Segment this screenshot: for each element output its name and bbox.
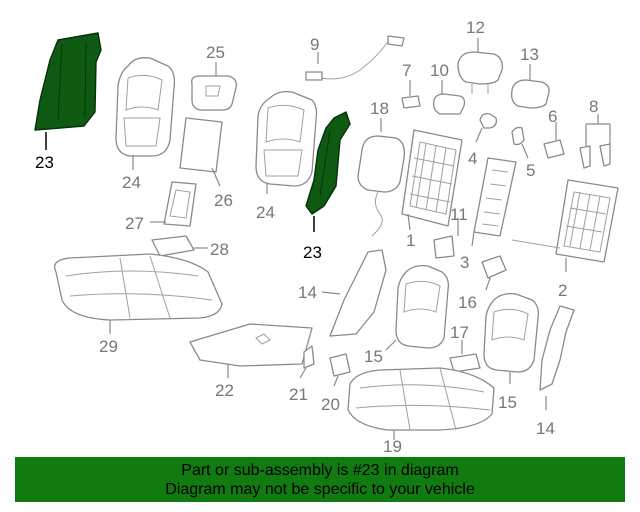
part-4-clip[interactable] [479,112,498,129]
part-13-headrest[interactable] [510,79,550,109]
callout-4[interactable]: 4 [468,149,477,168]
part-23-left-side-bolster[interactable] [34,32,102,131]
callout-10[interactable]: 10 [430,61,449,80]
callout-21[interactable]: 21 [289,385,308,404]
part-10-headrest-guide[interactable] [432,93,466,115]
part-14-side-trim-center[interactable] [329,249,387,337]
callout-17[interactable]: 17 [450,323,469,342]
callout-15-right[interactable]: 15 [498,393,517,412]
part-28-armrest-block[interactable] [151,235,195,257]
part-5-hook[interactable] [511,126,525,146]
leader-1 [407,213,411,231]
leader-14-center [321,291,341,295]
part-21-bracket[interactable] [303,345,315,369]
leader-15-center [385,339,397,351]
part-3-side-frame[interactable] [473,157,517,237]
part-23-center-side-bolster[interactable] [305,111,351,215]
callout-1[interactable]: 1 [406,231,415,250]
part-29-seat-cushion[interactable] [53,253,223,321]
callout-16[interactable]: 16 [458,293,477,312]
callout-14-right[interactable]: 14 [536,419,555,438]
part-26-seatback-panel[interactable] [179,117,223,173]
callout-3[interactable]: 3 [460,253,469,272]
leader-16 [485,277,491,291]
callout-12[interactable]: 12 [466,18,485,37]
callout-15-center[interactable]: 15 [364,347,383,366]
leader-20 [333,375,339,387]
part-7-clip[interactable] [401,95,421,109]
callout-25[interactable]: 25 [206,43,225,62]
callout-22[interactable]: 22 [215,381,234,400]
callout-2[interactable]: 2 [558,281,567,300]
callout-27[interactable]: 27 [125,214,144,233]
callout-24-left[interactable]: 24 [122,173,141,192]
callout-18[interactable]: 18 [370,99,389,118]
callout-7[interactable]: 7 [402,61,411,80]
part-6-bushing[interactable] [543,139,565,159]
part-12-headrest[interactable] [457,51,503,94]
part-24-center-seatback[interactable] [255,90,318,187]
leader-3 [471,231,475,247]
callout-28[interactable]: 28 [210,240,229,259]
callout-23-center[interactable]: 23 [303,243,322,262]
part-22-floor-mat[interactable] [189,323,313,367]
callout-8[interactable]: 8 [589,97,598,116]
callout-29[interactable]: 29 [99,337,118,356]
callout-20[interactable]: 20 [321,395,340,414]
callout-23-left[interactable]: 23 [35,153,54,172]
part-19-seat-cushion[interactable] [347,367,495,431]
callout-6[interactable]: 6 [548,107,557,126]
callout-19[interactable]: 19 [383,437,402,456]
part-24-left-seatback[interactable] [115,57,176,157]
part-17-spacer[interactable] [449,353,481,373]
banner-line-part: Part or sub-assembly is #23 in diagram [181,462,459,479]
info-banner: Part or sub-assembly is #23 in diagram D… [15,457,625,502]
banner-line-disclaimer: Diagram may not be specific to your vehi… [165,481,475,498]
leader-21 [299,367,307,379]
leader-8 [585,114,611,146]
leader-4 [475,127,483,143]
part-20-cover[interactable] [329,353,351,377]
callout-11[interactable]: 11 [450,205,468,224]
callout-9[interactable]: 9 [310,35,319,54]
callout-14-center[interactable]: 14 [298,283,317,302]
callout-13[interactable]: 13 [520,45,539,64]
part-8-pins[interactable] [579,143,611,169]
part-15-seatback-right[interactable] [483,292,540,373]
part-27-trim-panel[interactable] [163,181,197,227]
part-2-seatback-frame-right[interactable] [511,179,619,263]
callout-24-center[interactable]: 24 [256,203,275,222]
leader-5 [521,143,529,159]
part-1-seatback-frame[interactable] [401,129,463,227]
leader-26 [211,167,221,187]
part-25-headrest-pad[interactable] [191,75,237,111]
callout-5[interactable]: 5 [526,161,535,180]
part-18-heater-pad[interactable] [357,135,405,237]
part-14-side-trim-right[interactable] [539,305,575,391]
part-16-hinge-cover[interactable] [481,255,507,279]
part-11-bracket[interactable] [433,235,455,259]
callout-26[interactable]: 26 [214,191,233,210]
part-9-release-cable[interactable] [305,35,405,81]
part-15-seatback-center[interactable] [395,264,450,349]
